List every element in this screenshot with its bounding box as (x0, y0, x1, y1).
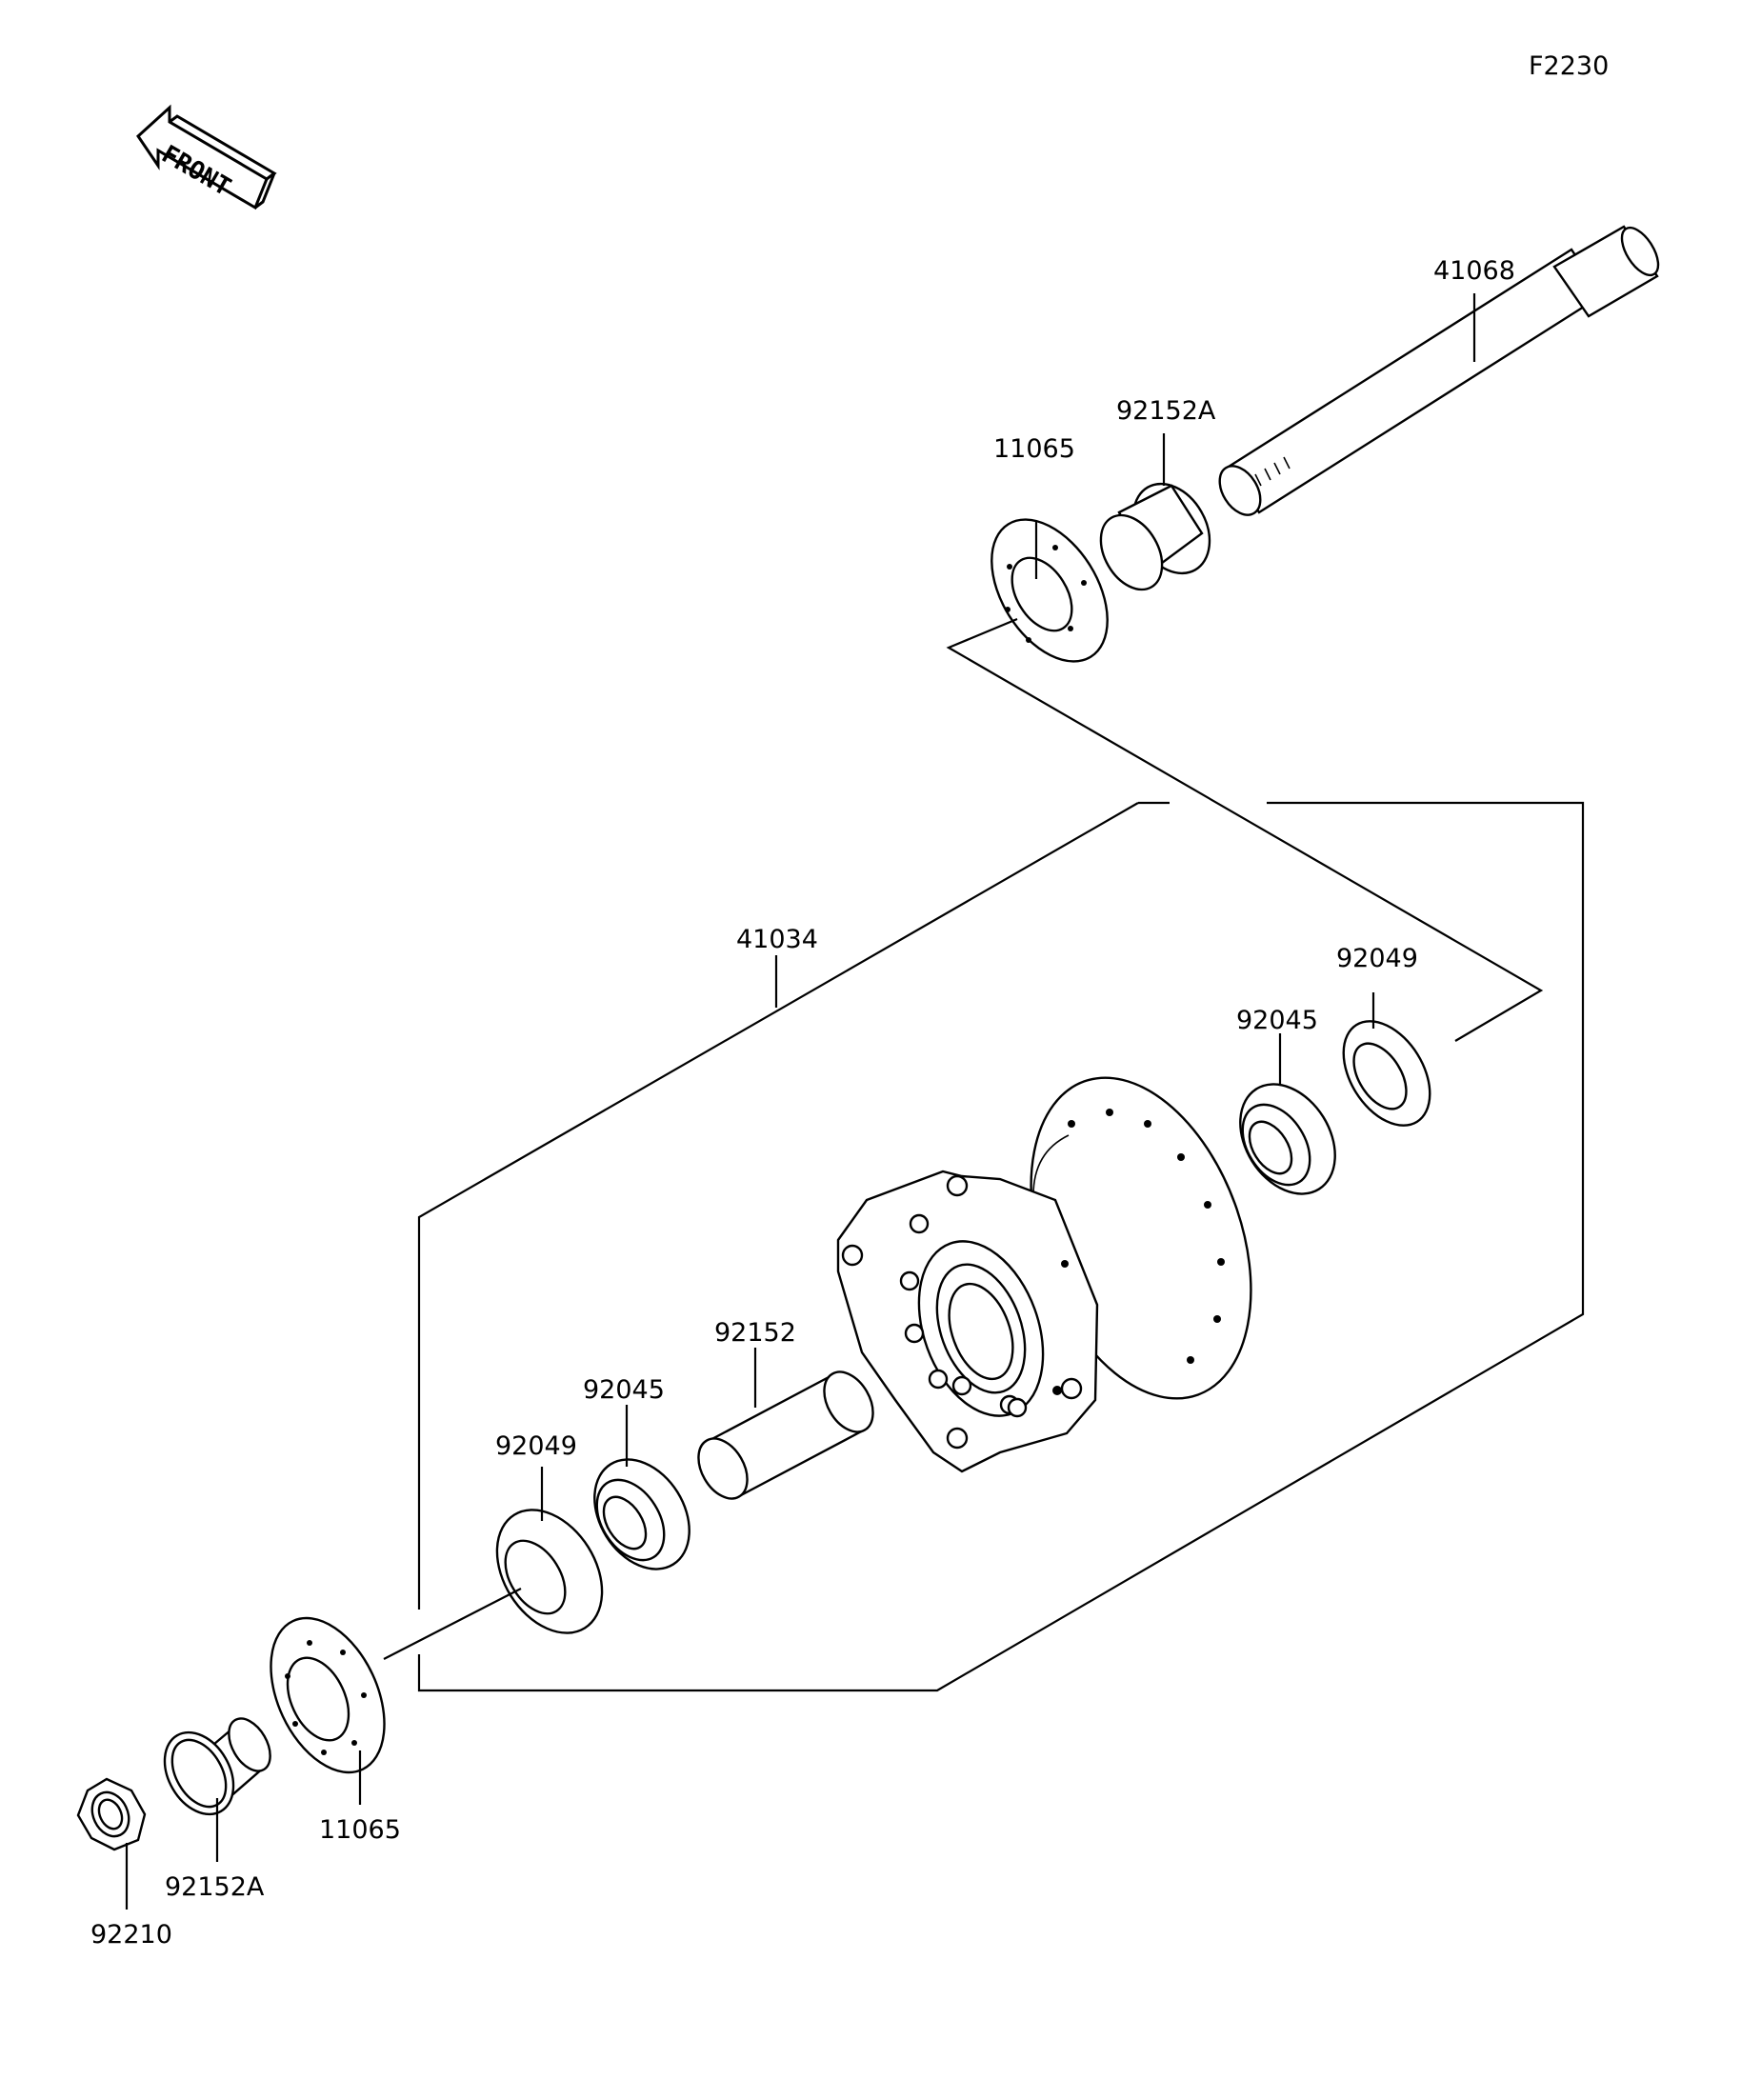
bearing-right (1239, 1083, 1336, 1195)
label-hub: 41034 (736, 925, 818, 954)
oil-seal-left (495, 1509, 604, 1634)
axle-shaft (1218, 225, 1660, 516)
label-collar-upper: 92152A (1116, 396, 1216, 426)
dust-cover-upper (991, 518, 1109, 663)
label-spacer: 92152 (714, 1318, 796, 1348)
label-seal-left: 92049 (495, 1431, 577, 1461)
oil-seal-right (1342, 1020, 1431, 1127)
assembly-line-lower (383, 1588, 522, 1660)
label-bearing-right: 92045 (1236, 1006, 1318, 1035)
front-arrow-icon: FRONT (136, 104, 277, 210)
assembly-line-upper (946, 617, 1544, 1042)
wheel-hub (836, 1076, 1252, 1473)
label-cover-lower: 11065 (319, 1815, 401, 1845)
label-cover-upper: 11065 (993, 434, 1075, 464)
label-axle: 41068 (1433, 256, 1515, 286)
dust-cover-lower (270, 1616, 386, 1774)
label-bearing-left: 92045 (583, 1375, 665, 1405)
figure-code: F2230 (1529, 51, 1609, 81)
label-collar-lower: 92152A (165, 1872, 265, 1902)
distance-collar (697, 1370, 874, 1500)
hub-bracket-right (417, 801, 1585, 1692)
hub-bracket-left (417, 802, 1139, 1610)
label-seal-right: 92049 (1336, 944, 1418, 973)
collar-lower (163, 1717, 271, 1816)
collar-upper (1099, 482, 1211, 591)
label-axle-nut: 92210 (90, 1920, 172, 1950)
axle-nut (76, 1777, 147, 1851)
bearing-left (593, 1458, 690, 1570)
